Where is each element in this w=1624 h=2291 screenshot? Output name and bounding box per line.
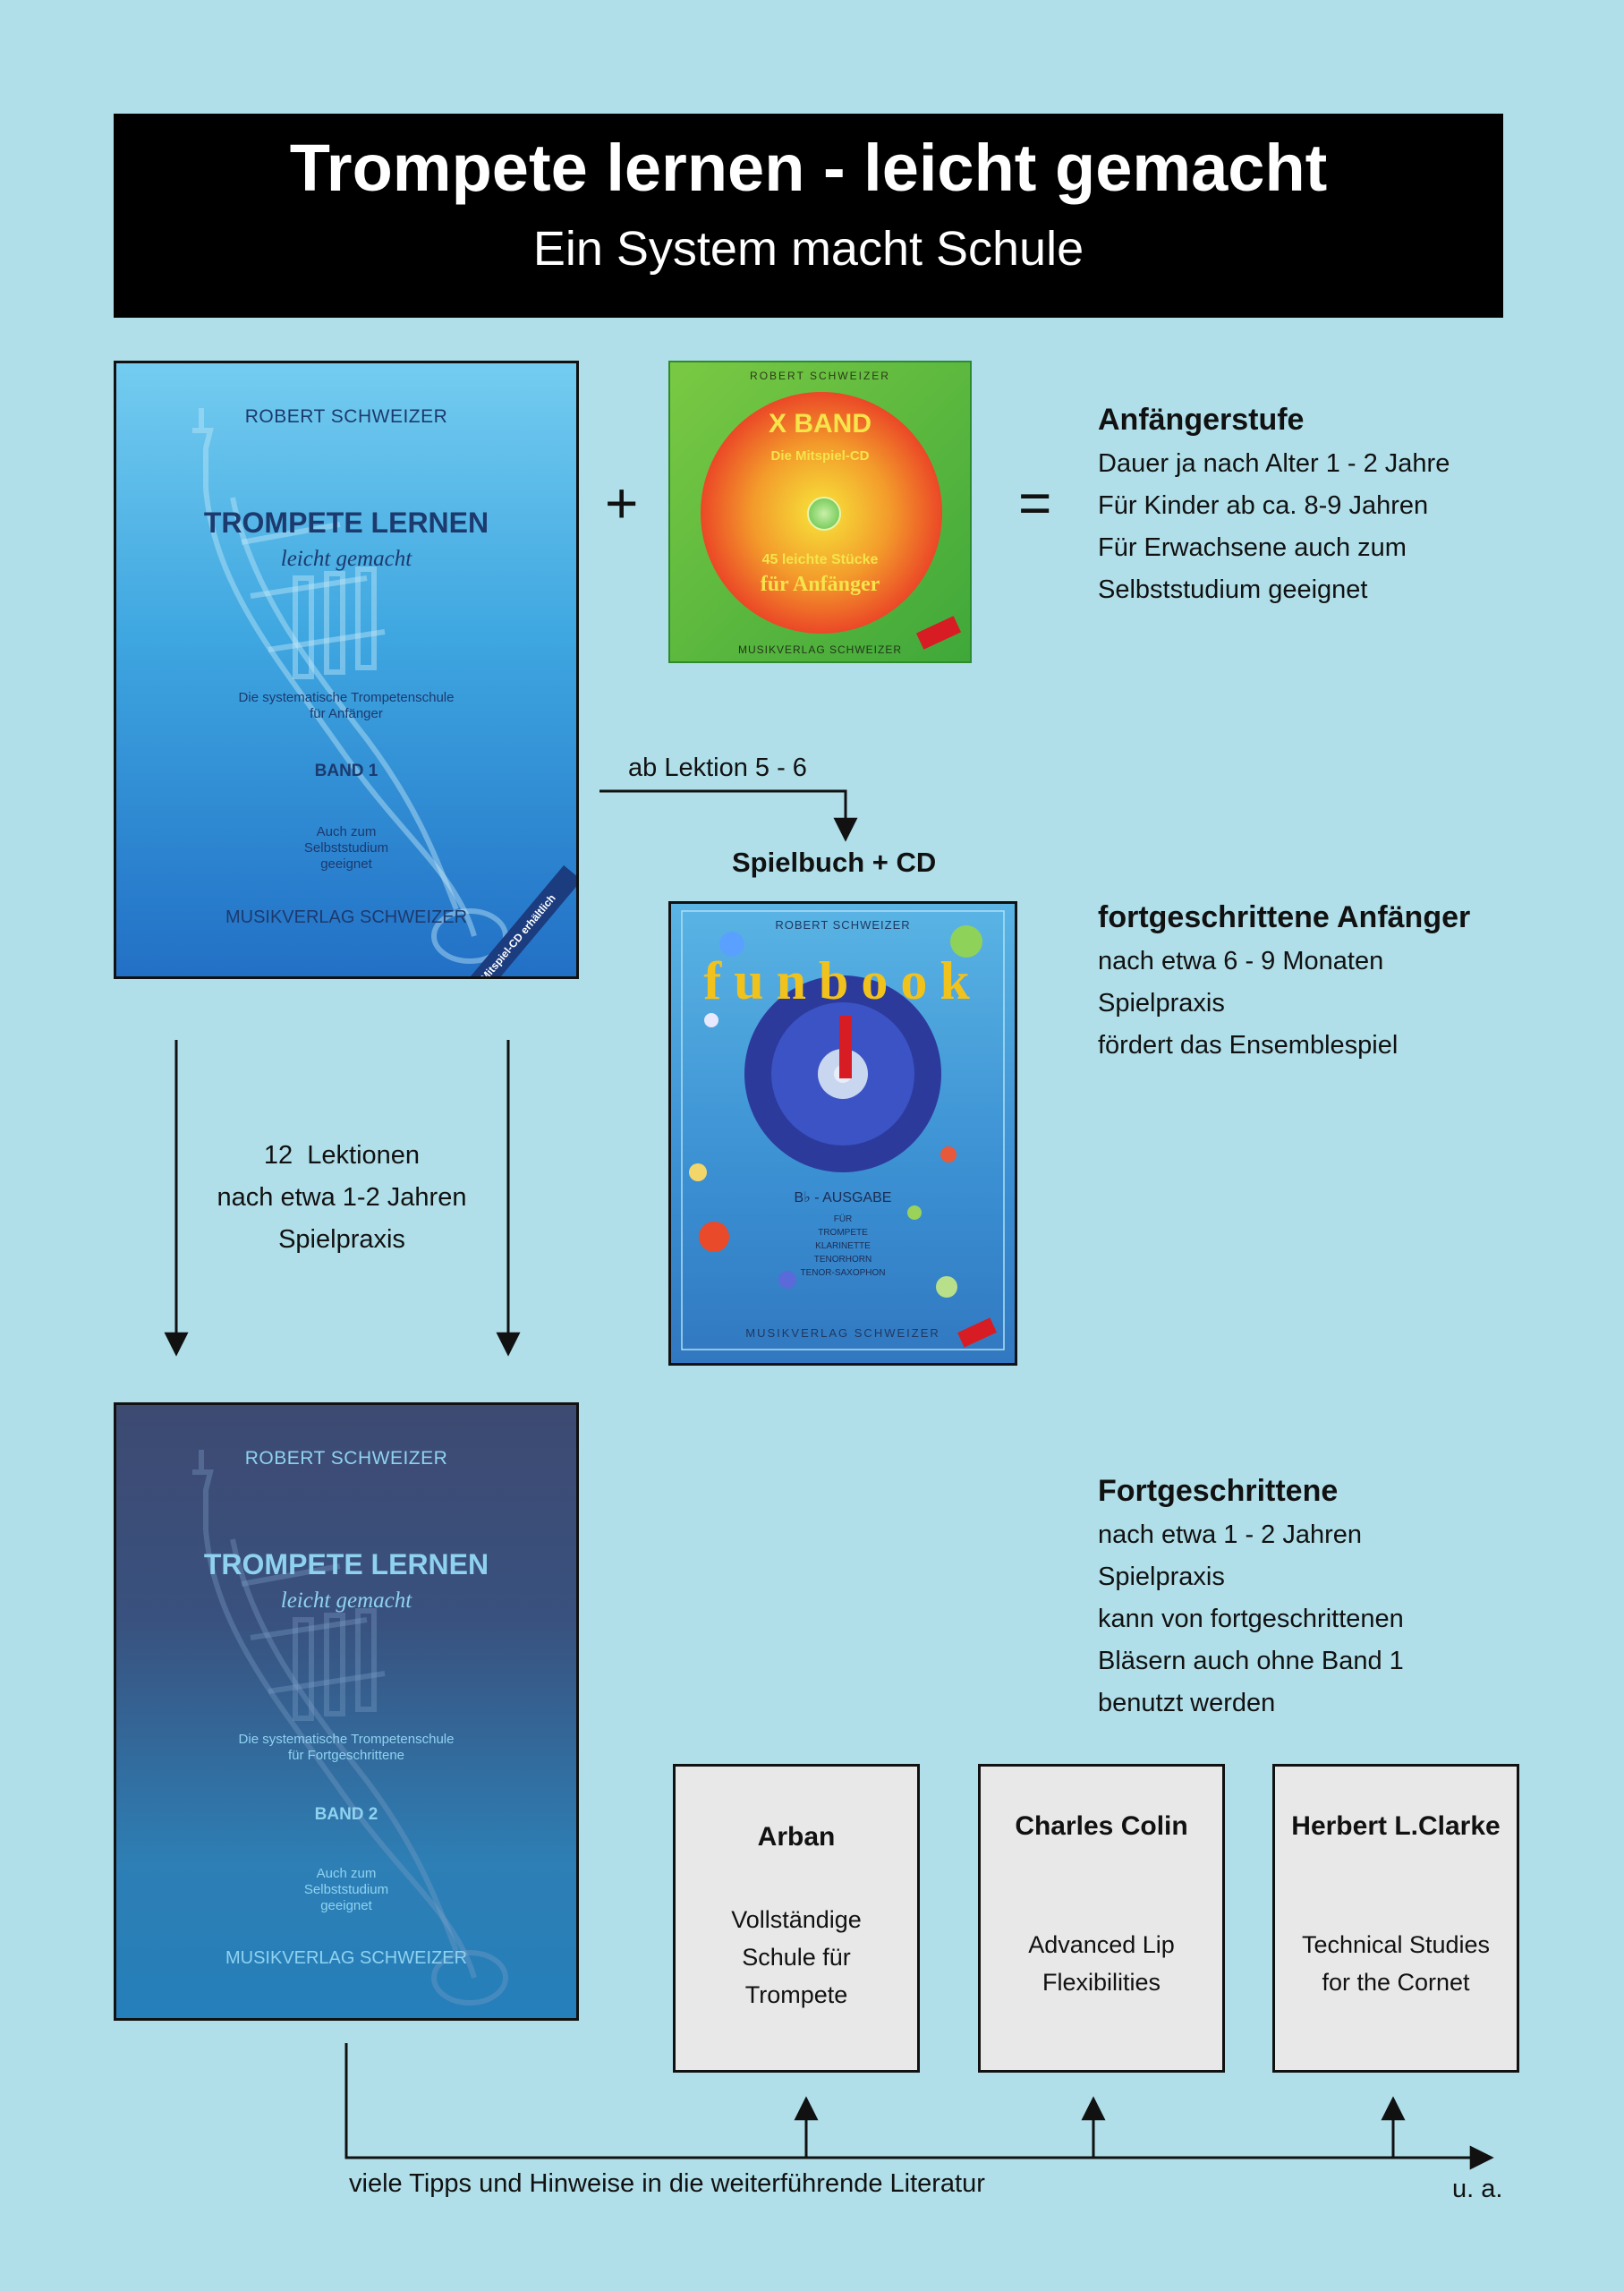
book-note: Auch zum Selbststudium geeignet — [116, 824, 576, 873]
literature-box-clarke: Herbert L.Clarke Technical Studies for t… — [1272, 1764, 1519, 2073]
title-banner: Trompete lernen - leicht gemacht Ein Sys… — [114, 114, 1503, 318]
stage-advanced: Fortgeschrittene nach etwa 1 - 2 Jahren … — [1098, 1469, 1404, 1725]
trumpet-illustration — [192, 1450, 508, 2006]
funbook-instrument: TROMPETE — [818, 1228, 868, 1238]
stage-line: Selbststudium geeignet — [1098, 575, 1368, 604]
book-description: Die systematische Trompetenschule für Fo… — [116, 1732, 576, 1764]
literature-title: Charles Colin — [1015, 1811, 1188, 1841]
book-description-line: Die systematische Trompetenschule — [238, 1732, 455, 1747]
literature-line: Trompete — [744, 1981, 848, 2008]
cd-subtitle: Die Mitspiel-CD — [770, 448, 870, 464]
funbook-instrument: FÜR — [833, 1214, 853, 1224]
cd-audience: für Anfänger — [760, 573, 880, 596]
book-subtitle: leicht gemacht — [280, 1588, 412, 1613]
funbook-instrument: TENORHORN — [813, 1255, 872, 1265]
book-author: ROBERT SCHWEIZER — [244, 406, 448, 427]
lessons-label: 12 Lektionen nach etwa 1-2 Jahren Spielp… — [185, 1135, 498, 1261]
funbook-title: funbook — [703, 951, 982, 1010]
book-publisher: MUSIKVERLAG SCHWEIZER — [225, 1948, 468, 1968]
literature-line: Schule für — [742, 1944, 851, 1971]
stage-line: nach etwa 1 - 2 Jahren — [1098, 1520, 1363, 1549]
stage-line: benutzt werden — [1098, 1689, 1276, 1717]
stage-line: Dauer ja nach Alter 1 - 2 Jahre — [1098, 449, 1450, 478]
literature-title: Herbert L.Clarke — [1291, 1811, 1501, 1841]
funbook-cover: ROBERT SCHWEIZER funbook B♭ - AUSGABE FÜ… — [668, 901, 1017, 1366]
book-description-line: für Fortgeschrittene — [287, 1748, 405, 1763]
literature-description: Vollständige Schule für Trompete — [693, 1901, 899, 2014]
stage-line: Spielpraxis — [1098, 989, 1225, 1018]
stage-line: fördert das Ensemblespiel — [1098, 1031, 1399, 1060]
cd-publisher: MUSIKVERLAG SCHWEIZER — [737, 643, 903, 656]
book-note-line: Selbststudium — [303, 1882, 389, 1897]
book-note-line: Auch zum — [316, 824, 377, 839]
book-note-line: Auch zum — [316, 1866, 377, 1881]
literature-title: Arban — [757, 1822, 836, 1852]
cd-pieces: 45 leichte Stücke — [761, 552, 879, 567]
stage-advanced-beginner: fortgeschrittene Anfänger nach etwa 6 - … — [1098, 896, 1470, 1067]
equals-symbol: = — [1018, 471, 1052, 535]
stage-line: kann von fortgeschrittenen — [1098, 1605, 1404, 1633]
literature-line: Flexibilities — [1042, 1969, 1161, 1996]
book-cover-band-1: ROBERT SCHWEIZER TROMPETE LERNEN leicht … — [114, 361, 579, 979]
stage-line: Für Kinder ab ca. 8-9 Jahren — [1098, 491, 1429, 520]
book-band-label: BAND 1 — [314, 762, 378, 780]
literature-line: Technical Studies — [1301, 1931, 1491, 1958]
cd-hole-graphic — [807, 497, 841, 531]
stage-line: Bläsern auch ohne Band 1 — [1098, 1647, 1404, 1675]
lessons-line: 12 Lektionen — [263, 1141, 421, 1170]
book-note-line: Selbststudium — [303, 840, 389, 856]
book-subtitle: leicht gemacht — [280, 547, 412, 571]
stage-heading: Fortgeschrittene — [1098, 1474, 1339, 1508]
stage-line: nach etwa 6 - 9 Monaten — [1098, 947, 1384, 975]
book-title: TROMPETE LERNEN — [203, 507, 489, 539]
book-title: TROMPETE LERNEN — [203, 1548, 489, 1580]
cd-cover: ROBERT SCHWEIZER X BAND Die Mitspiel-CD … — [668, 361, 972, 663]
literature-hint-label: viele Tipps und Hinweise in die weiterfü… — [349, 2169, 985, 2198]
book-description-line: Die systematische Trompetenschule — [238, 690, 455, 705]
lektion-label: ab Lektion 5 - 6 — [628, 754, 807, 782]
book-description: Die systematische Trompetenschule für An… — [116, 690, 576, 722]
funbook-edition: B♭ - AUSGABE — [794, 1190, 892, 1205]
literature-line: Advanced Lip — [1028, 1931, 1175, 1958]
stage-line: Spielpraxis — [1098, 1563, 1225, 1591]
book-note-line: geeignet — [320, 1898, 372, 1913]
book-cover-band-2: ROBERT SCHWEIZER TROMPETE LERNEN leicht … — [114, 1402, 579, 2021]
book-description-line: für Anfänger — [310, 706, 383, 721]
book-author: ROBERT SCHWEIZER — [244, 1448, 448, 1469]
stage-heading: Anfängerstufe — [1098, 403, 1305, 437]
literature-description: Advanced Lip Flexibilities — [999, 1926, 1204, 2001]
stage-beginner: Anfängerstufe Dauer ja nach Alter 1 - 2 … — [1098, 398, 1450, 611]
lektion-arrow — [599, 789, 858, 842]
page-title: Trompete lernen - leicht gemacht — [289, 131, 1328, 205]
literature-box-arban: Arban Vollständige Schule für Trompete — [673, 1764, 920, 2073]
book-note-line: geeignet — [320, 856, 372, 872]
funbook-disc-graphic — [681, 910, 1005, 1350]
funbook-instrument: TENOR-SAXOPHON — [800, 1268, 886, 1278]
funbook-instruments: FÜR TROMPETE KLARINETTE TENORHORN TENOR-… — [671, 1213, 1015, 1280]
literature-line: for the Cornet — [1322, 1969, 1470, 1996]
book-note: Auch zum Selbststudium geeignet — [116, 1866, 576, 1914]
literature-box-colin: Charles Colin Advanced Lip Flexibilities — [978, 1764, 1225, 2073]
page-subtitle: Ein System macht Schule — [532, 222, 1084, 276]
stage-heading: fortgeschrittene Anfänger — [1098, 900, 1471, 934]
literature-description: Technical Studies for the Cornet — [1293, 1926, 1499, 2001]
spielbuch-label: Spielbuch + CD — [732, 847, 937, 878]
stage-line: Für Erwachsene auch zum — [1098, 533, 1407, 562]
literature-timeline — [344, 2043, 1494, 2170]
funbook-instrument: KLARINETTE — [815, 1241, 871, 1251]
funbook-author: ROBERT SCHWEIZER — [775, 918, 911, 932]
lessons-line: nach etwa 1-2 Jahren — [217, 1183, 467, 1212]
funbook-publisher: MUSIKVERLAG SCHWEIZER — [745, 1326, 940, 1340]
literature-line: Vollständige — [731, 1906, 862, 1933]
cd-band-name: X BAND — [768, 409, 872, 439]
cd-author: ROBERT SCHWEIZER — [750, 370, 890, 382]
lessons-line: Spielpraxis — [278, 1225, 405, 1254]
trumpet-illustration — [192, 408, 508, 964]
book-publisher: MUSIKVERLAG SCHWEIZER — [225, 907, 468, 927]
book-band-label: BAND 2 — [314, 1805, 378, 1824]
etc-label: u. a. — [1452, 2175, 1503, 2203]
plus-symbol: + — [605, 471, 639, 535]
